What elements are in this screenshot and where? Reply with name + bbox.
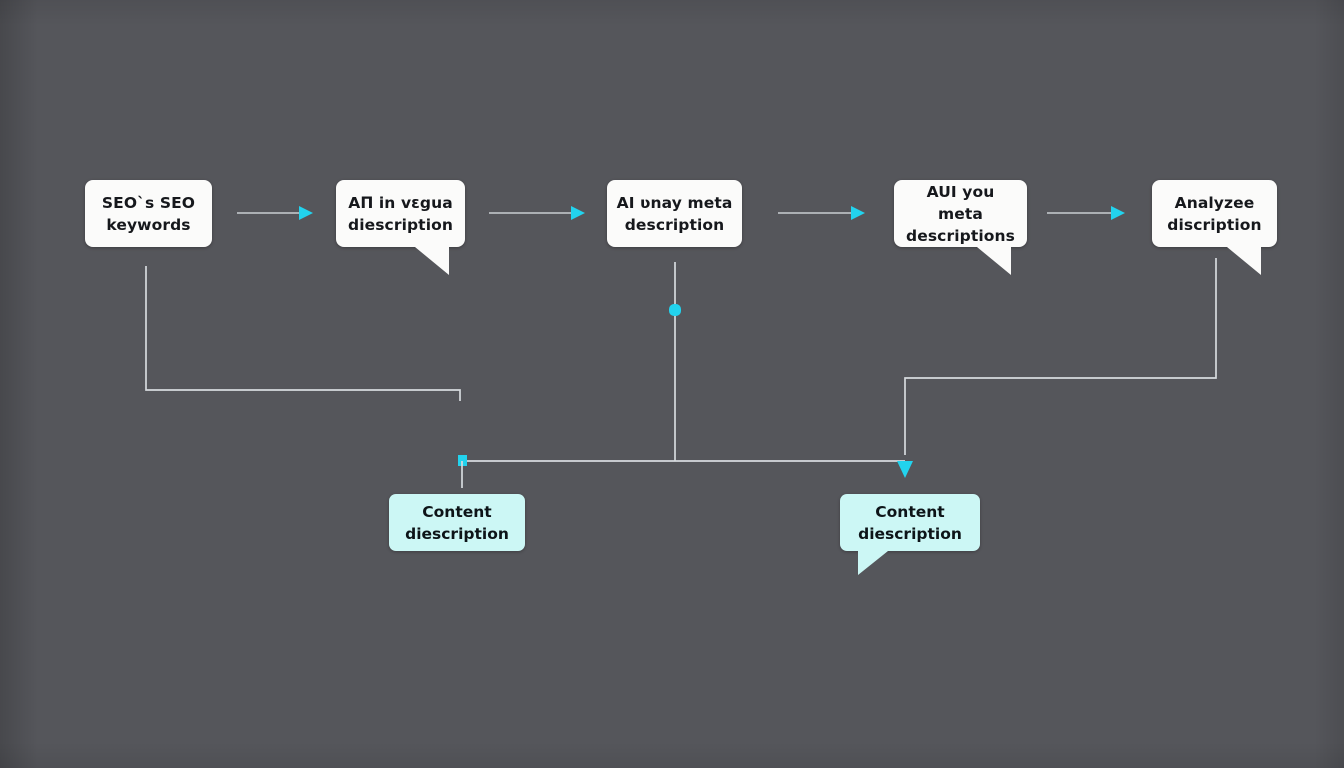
connector-bottom-left-marker [458,455,467,466]
flow-node-seo-keywords[interactable]: SEO`s SEO keywords [85,180,212,247]
arrow-node4-node5 [1047,206,1125,220]
connector-center-dot [669,304,681,316]
flow-node-analyze-description[interactable]: Analyzee discription [1152,180,1277,275]
flow-node-label: AΠ in vεgua diescription [348,193,453,234]
flow-node-label: Content diescription [858,502,962,543]
flow-node-label: Content diescription [405,502,509,543]
flow-node-label: AI ʋnay meta description [616,193,733,234]
flow-node-label: Analyzee discription [1167,193,1262,234]
flow-node-content-description-left[interactable]: Content diescription [389,494,525,551]
arrow-node3-node4 [778,206,865,220]
flow-node-content-description-right[interactable]: Content diescription [840,494,980,575]
flow-node-ai-meta-description[interactable]: AI ʋnay meta description [607,180,742,247]
flow-node-ai-description[interactable]: AΠ in vεgua diescription [336,180,465,275]
flow-node-label: AUI you meta descriptions [906,182,1015,245]
connector-right-elbow [904,258,1217,455]
arrow-node2-node3 [489,206,585,220]
connector-bottom-right-arrowhead [897,461,913,478]
flow-node-label: SEO`s SEO keywords [101,193,196,234]
flow-node-meta-descriptions[interactable]: AUI you meta descriptions [894,180,1027,275]
arrow-node1-node2 [237,206,313,220]
connector-left-elbow [145,266,461,401]
